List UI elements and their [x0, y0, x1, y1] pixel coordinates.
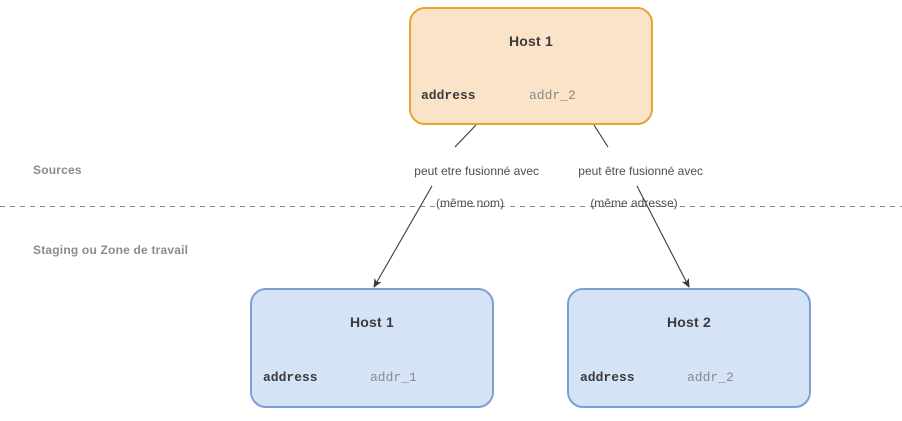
connector-merge-by-address	[593, 124, 609, 148]
entity-box-staging-host-1[interactable]: Host 1 address addr_1	[250, 288, 494, 408]
edge-label-merge-by-address: peut être fusionné avec (même adresse)	[534, 147, 734, 243]
edge-label-merge-by-address-line1: peut être fusionné avec	[578, 164, 704, 178]
attribute-name-address: address	[421, 88, 476, 103]
attribute-name-address: address	[580, 370, 635, 385]
edge-label-merge-by-address-line2: (même adresse)	[590, 196, 678, 210]
entity-title-source-host-1: Host 1	[509, 33, 553, 49]
entity-title-staging-host-1: Host 1	[350, 314, 394, 330]
edge-label-merge-by-name: peut etre fusionné avec (même nom)	[372, 147, 568, 243]
edge-label-merge-by-name-line1: peut etre fusionné avec	[414, 164, 540, 178]
zone-label-sources: Sources	[33, 163, 82, 177]
zone-label-staging: Staging ou Zone de travail	[33, 243, 189, 257]
entity-attribute-row-staging-host-2: address addr_2	[569, 370, 809, 386]
attribute-value-address: addr_1	[370, 370, 417, 385]
entity-attribute-row-staging-host-1: address addr_1	[252, 370, 492, 386]
edge-label-merge-by-name-line2: (même nom)	[435, 196, 504, 210]
attribute-value-address: addr_2	[529, 88, 576, 103]
entity-attribute-row-source-host-1: address addr_2	[411, 88, 651, 104]
entity-box-source-host-1[interactable]: Host 1 address addr_2	[409, 7, 653, 125]
attribute-name-address: address	[263, 370, 318, 385]
connector-merge-by-name	[454, 124, 477, 148]
entity-title-staging-host-2: Host 2	[667, 314, 711, 330]
attribute-value-address: addr_2	[687, 370, 734, 385]
entity-box-staging-host-2[interactable]: Host 2 address addr_2	[567, 288, 811, 408]
